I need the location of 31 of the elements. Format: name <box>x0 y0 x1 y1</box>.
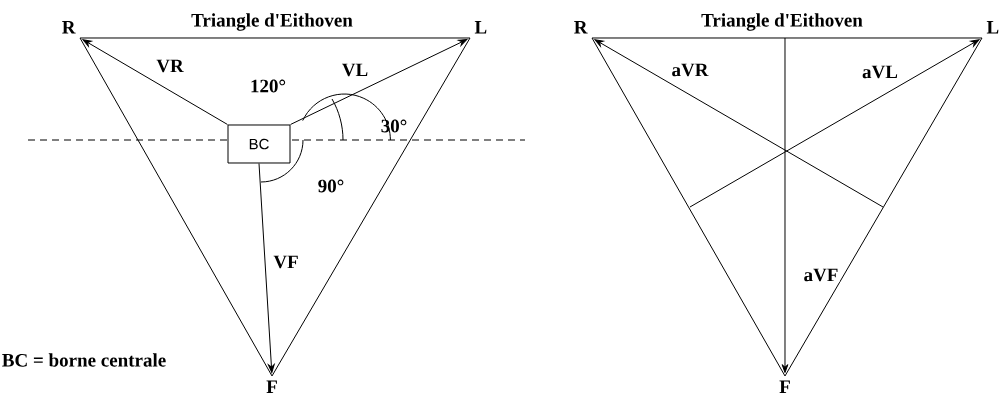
title: Triangle d'Eithoven <box>700 12 864 32</box>
triangle-side <box>784 37 983 377</box>
note: BC = borne centrale <box>2 353 166 367</box>
vector-label: aVL <box>861 64 899 80</box>
arrow <box>258 163 275 374</box>
triangle-side <box>591 37 786 377</box>
triangle-side <box>591 37 983 39</box>
arrow <box>290 39 468 125</box>
vertex-letter: R <box>62 21 76 34</box>
triangle-side <box>79 37 273 377</box>
angle-label: 90° <box>318 179 344 193</box>
title: Triangle d'Eithoven <box>190 12 354 32</box>
junction-box: BC <box>227 124 291 164</box>
arrow <box>781 37 789 373</box>
vector-label: aVR <box>670 62 710 78</box>
angle-label: 120° <box>251 79 286 93</box>
vector-label: VR <box>155 58 185 74</box>
vertex-letter: L <box>986 21 999 34</box>
arrow <box>594 39 884 208</box>
arrow <box>689 39 980 208</box>
vertex-letter: R <box>574 21 588 34</box>
vertex-letter: F <box>779 380 790 393</box>
vector-label: aVF <box>802 267 840 283</box>
arrow <box>82 39 228 125</box>
triangle-side <box>79 37 471 39</box>
angle-label: 30° <box>381 119 407 133</box>
vector-label: VF <box>272 254 300 270</box>
vertex-letter: L <box>474 21 487 34</box>
vertex-letter: F <box>266 380 277 393</box>
triangle-side <box>271 37 471 377</box>
vector-label: VL <box>340 62 370 78</box>
